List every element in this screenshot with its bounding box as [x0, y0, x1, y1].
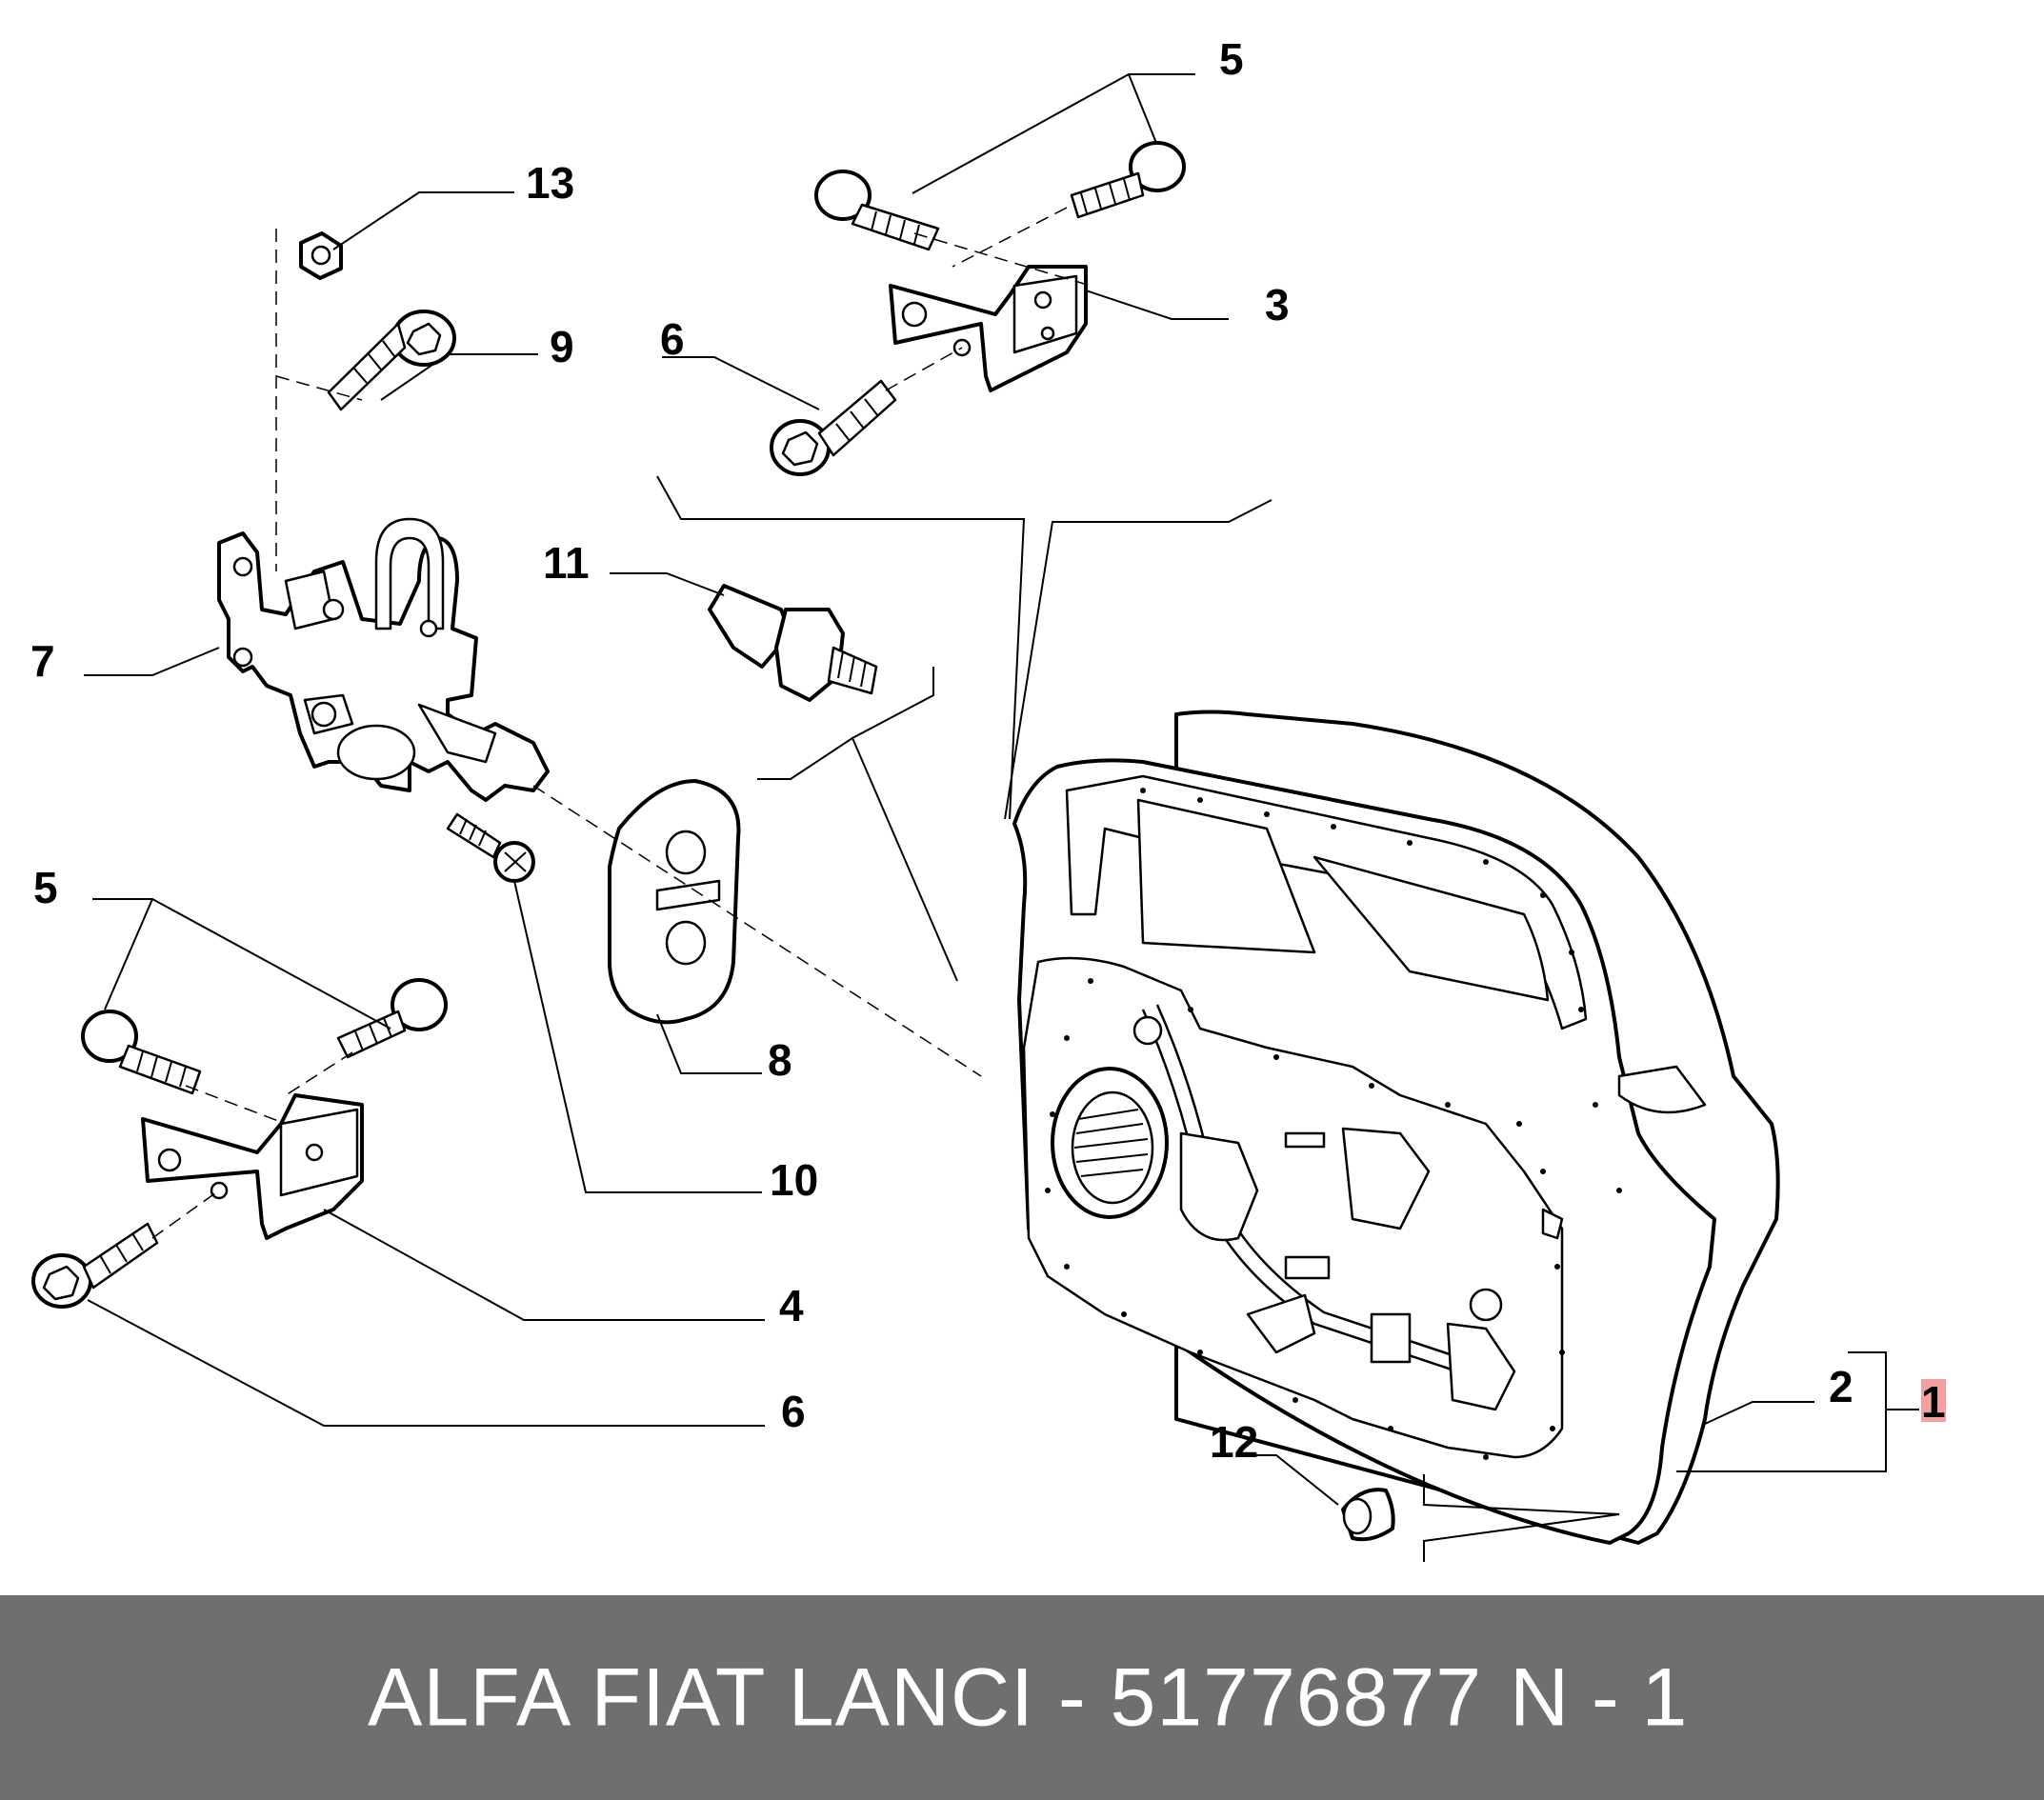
assembly-axes [151, 207, 1092, 1239]
upper-hinge-bracket [889, 265, 1088, 392]
callout-8: 8 [768, 1035, 792, 1085]
door-stopper-pad [608, 779, 741, 1025]
explosion-lines [656, 475, 1620, 1562]
footer-bar: ALFA FIAT LANCI - 51776877 N - 1 [0, 1595, 2044, 1800]
door-shell [1012, 710, 1780, 1545]
callout-10: 10 [770, 1155, 818, 1205]
callout-6-bottom: 6 [781, 1387, 806, 1436]
bolt-9-and-nut-13 [299, 231, 456, 411]
callout-7: 7 [30, 636, 55, 686]
callout-4: 4 [779, 1281, 804, 1330]
callout-3: 3 [1265, 280, 1290, 330]
exploded-parts-diagram: 1 2 3 4 5 5 6 6 7 8 9 10 11 12 13 [30, 34, 1946, 1562]
callout-numbers: 1 2 3 4 5 5 6 6 7 8 9 10 11 12 13 [30, 34, 1946, 1467]
door-check-hinge [217, 517, 550, 802]
plug-12 [1341, 1488, 1395, 1542]
bolts-top-pair [770, 141, 1186, 476]
callout-12: 12 [1210, 1417, 1258, 1467]
callout-2: 2 [1829, 1362, 1854, 1411]
callout-13: 13 [526, 158, 574, 208]
callout-5-top: 5 [1219, 34, 1244, 84]
callout-1-highlight [1921, 1379, 1946, 1422]
callout-6-top: 6 [660, 314, 685, 364]
callout-9: 9 [550, 322, 574, 371]
bolt-11-pin [708, 584, 878, 702]
callout-11: 11 [543, 538, 590, 588]
bolt-10-screw [446, 812, 535, 883]
lower-hinge-bracket [141, 1093, 364, 1240]
callout-5-left: 5 [33, 863, 58, 912]
diagram-reference: N - 1 [1510, 1651, 1688, 1743]
callout-1: 1 [1921, 1377, 1946, 1427]
part-number-caption: ALFA FIAT LANCI - 51776877 [368, 1651, 1483, 1743]
bolts-bottom-left [31, 978, 448, 1309]
leader-lines [84, 73, 1919, 1506]
